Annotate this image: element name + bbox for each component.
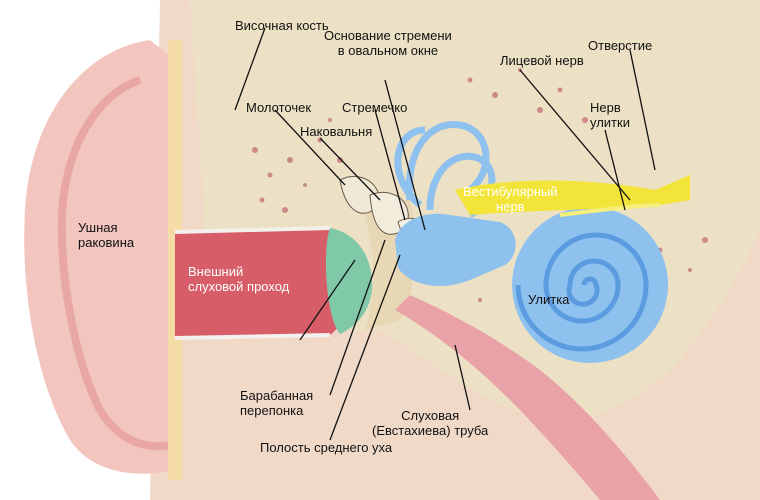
cochlea-spiral bbox=[515, 232, 649, 352]
label-middle-ear-cavity: Полость среднего уха bbox=[260, 440, 393, 455]
label-eardrum: Барабанная перепонка bbox=[240, 388, 314, 418]
label-incus: Наковальня bbox=[300, 124, 373, 139]
label-facial-nerve: Лицевой нерв bbox=[500, 53, 584, 68]
auricle-fold bbox=[57, 76, 171, 451]
label-malleus: Молоточек bbox=[246, 100, 312, 115]
auricle bbox=[24, 40, 180, 474]
label-temporal-bone: Височная кость bbox=[235, 18, 329, 33]
ear-canal bbox=[175, 228, 351, 338]
label-cochlear-nerve: Нерв улитки bbox=[590, 100, 630, 130]
label-cochlea: Улитка bbox=[528, 292, 570, 307]
label-stapes: Стремечко bbox=[342, 100, 408, 115]
vestibule bbox=[395, 213, 516, 287]
label-opening: Отверстие bbox=[588, 38, 653, 53]
label-ear-canal: Внешний слуховой проход bbox=[188, 264, 290, 294]
label-stapes-base: Основание стремени в овальном окне bbox=[324, 28, 452, 58]
leader-lines bbox=[234, 27, 656, 441]
label-vestibular-nerve: Вестибулярный нерв bbox=[463, 184, 558, 214]
label-auricle: Ушная раковина bbox=[78, 220, 135, 250]
nerves bbox=[455, 175, 690, 217]
eustachian-tube bbox=[395, 295, 660, 500]
label-eustachian-tube: Слуховая (Евстахиева) труба bbox=[372, 408, 489, 438]
